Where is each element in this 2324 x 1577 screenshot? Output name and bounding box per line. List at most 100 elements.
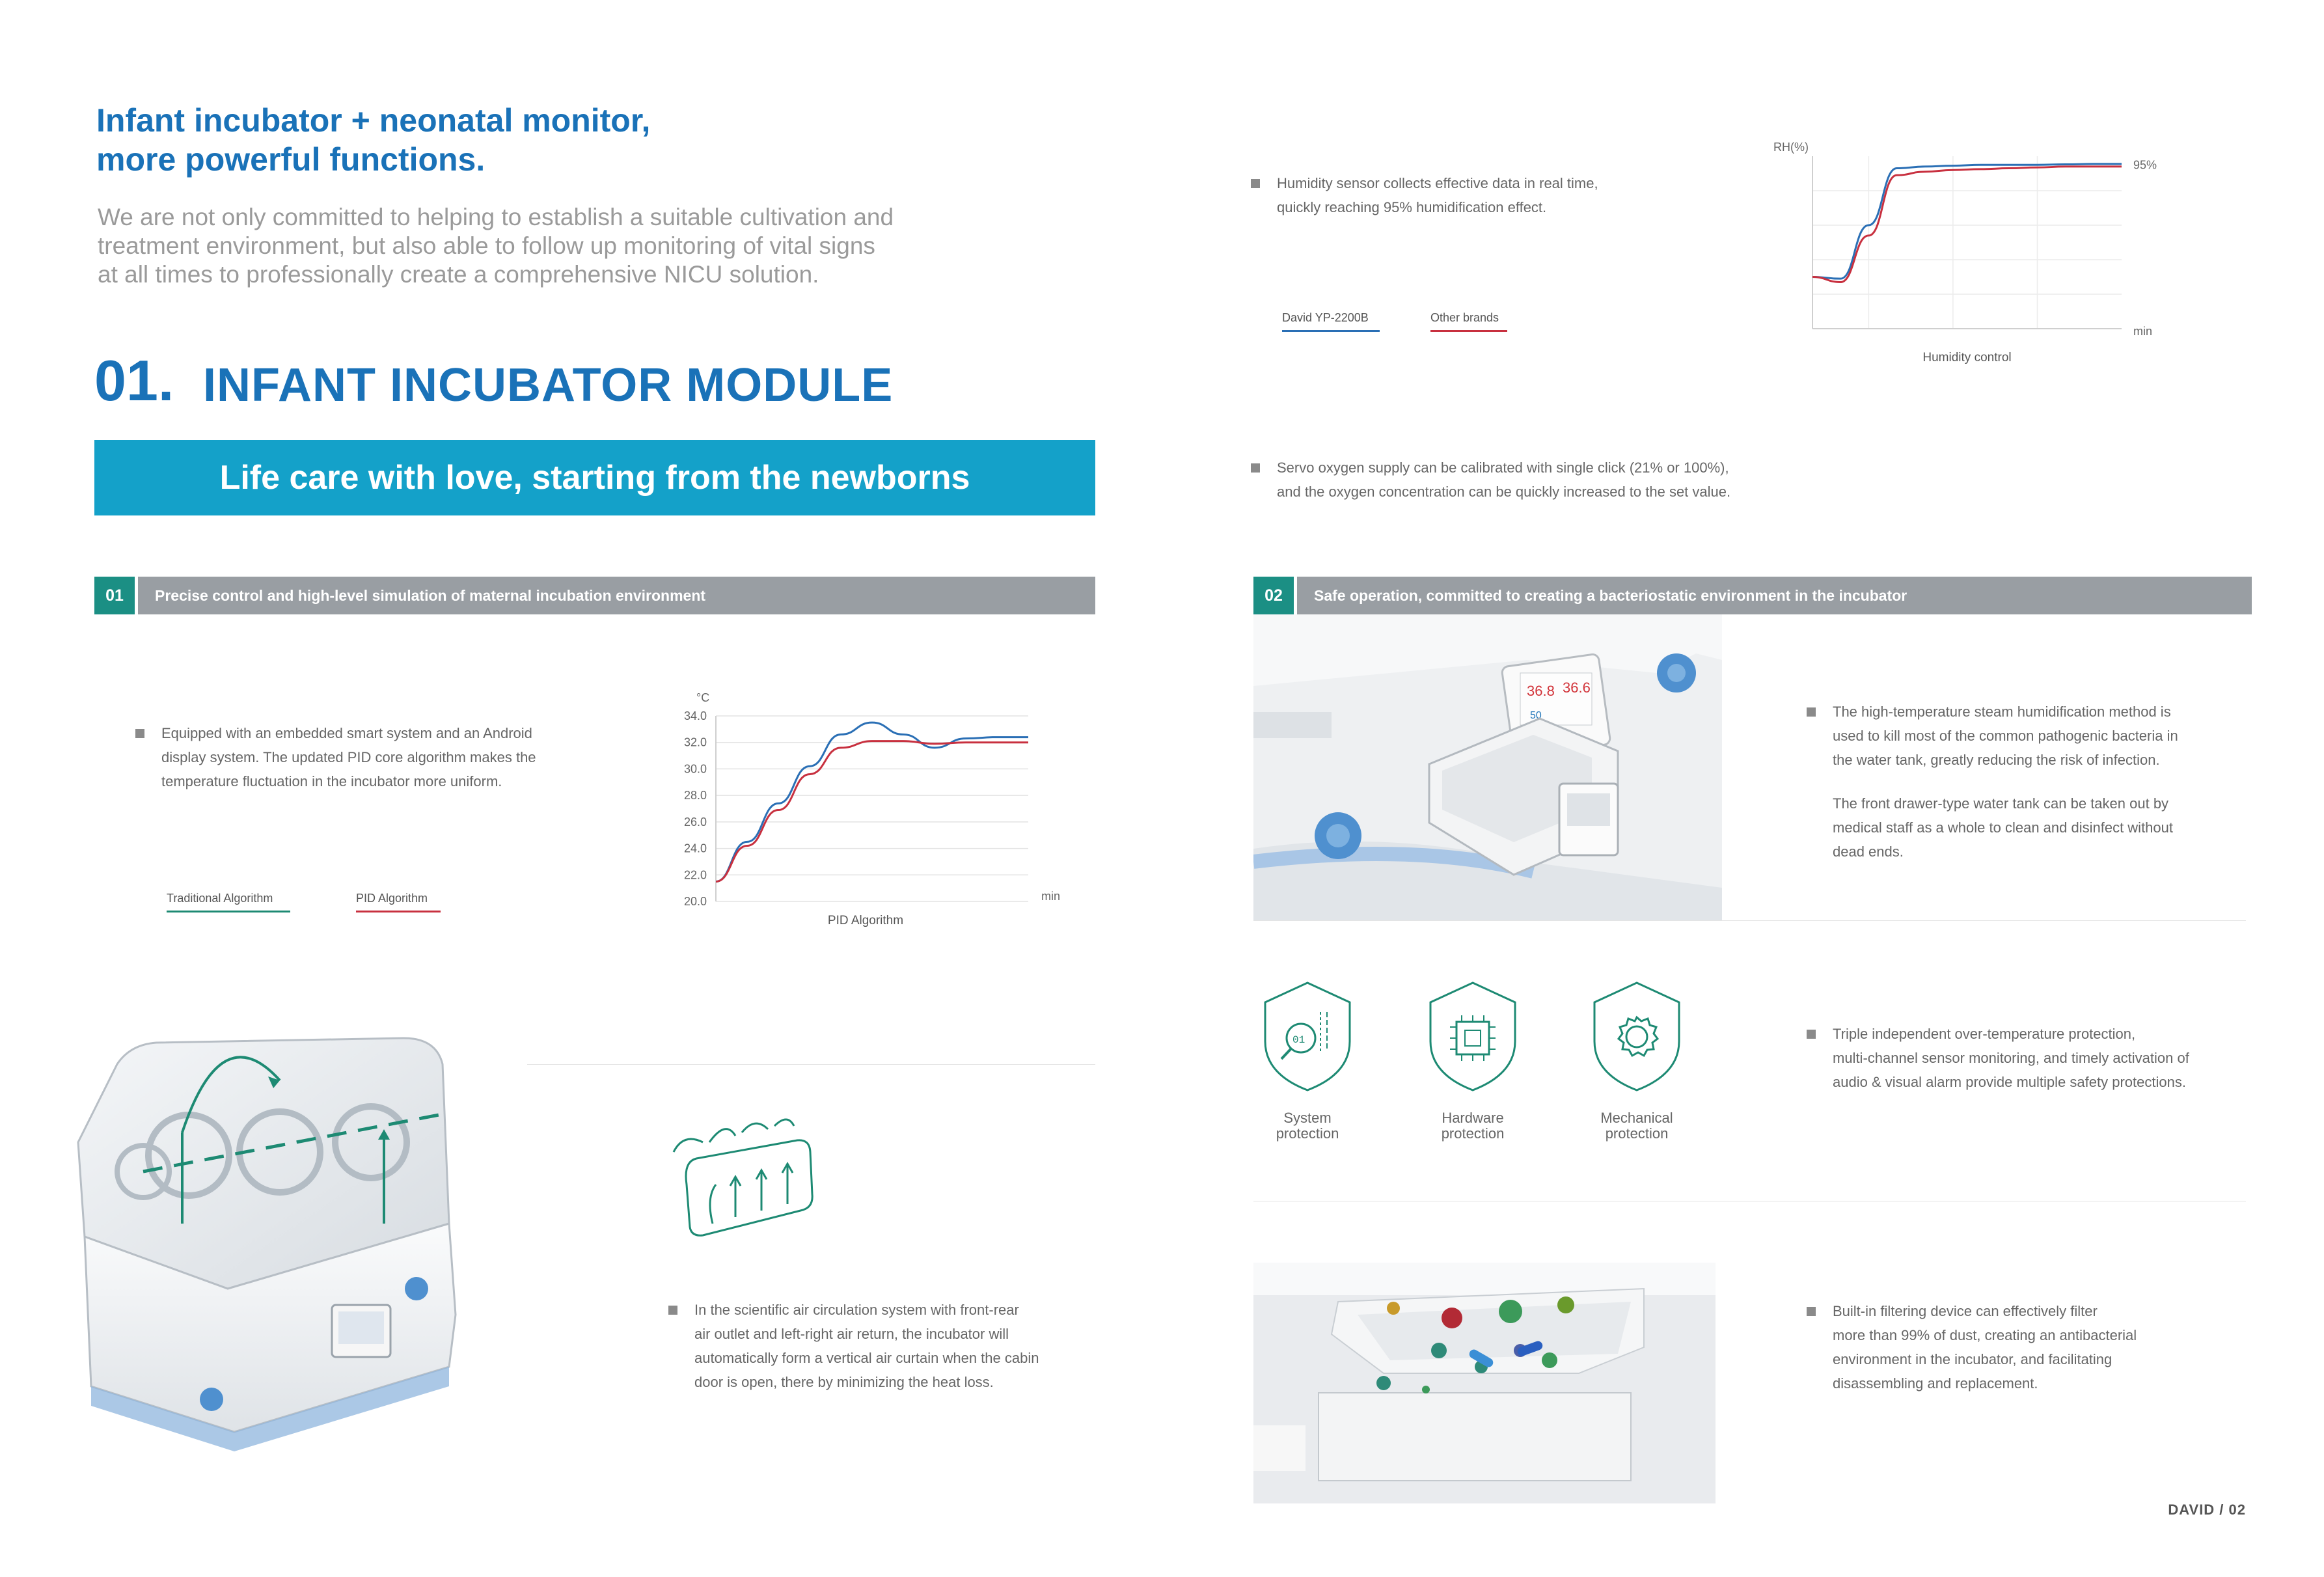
pid-description: Equipped with an embedded smart system a…	[135, 721, 630, 793]
airflow-description: In the scientific air circulation system…	[668, 1298, 1117, 1394]
protection-line-2: multi-channel sensor monitoring, and tim…	[1833, 1050, 2189, 1066]
legend-other-label: Other brands	[1430, 311, 1499, 324]
bullet-square	[1251, 179, 1260, 188]
system-protection-line-1: System	[1283, 1110, 1332, 1126]
headline-line-2: more powerful functions.	[96, 141, 485, 178]
legend-david-label: David YP-2200B	[1282, 311, 1369, 324]
pid-line-3: temperature fluctuation in the incubator…	[161, 773, 502, 789]
legend-david: David YP-2200B	[1282, 311, 1380, 332]
tank-line-2: medical staff as a whole to clean and di…	[1833, 819, 2174, 836]
mechanical-protection-line-2: protection	[1605, 1125, 1669, 1142]
section-number: 01.	[94, 348, 174, 413]
filter-line-1: Built-in filtering device can effectivel…	[1833, 1303, 2098, 1319]
divider	[527, 1064, 1095, 1065]
gear-shield-icon	[1593, 981, 1680, 1091]
intro-line-1: We are not only committed to helping to …	[98, 204, 894, 230]
section-banner: Life care with love, starting from the n…	[94, 440, 1095, 515]
feature-title-bar-02: Safe operation, committed to creating a …	[1297, 577, 2252, 614]
legend-traditional: Traditional Algorithm	[167, 892, 290, 912]
hardware-protection-line-2: protection	[1441, 1125, 1505, 1142]
water-tank-photo: 36.8 36.6 50	[1253, 614, 1722, 920]
pid-temperature-chart: °C 34.0 32.0 30.0 28.0 26.0 24.0 22.0 20.0 minPID…	[684, 691, 1060, 927]
filter-line-3: environment in the incubator, and facili…	[1833, 1351, 2112, 1367]
steam-line-3: the water tank, greatly reducing the ris…	[1833, 752, 2160, 768]
protection-line-3: audio & visual alarm provide multiple sa…	[1833, 1074, 2186, 1090]
filter-line-2: more than 99% of dust, creating an antib…	[1833, 1327, 2137, 1343]
series-line-traditional	[715, 721, 1028, 883]
section-title: INFANT INCUBATOR MODULE	[203, 359, 894, 411]
hardware-protection-line-1: Hardware	[1442, 1110, 1504, 1126]
y-tick-label: 28.0	[684, 789, 707, 802]
airflow-line-3: automatically form a vertical air curtai…	[694, 1350, 1039, 1366]
intro-line-2: treatment environment, but also able to …	[98, 232, 875, 259]
annotation-label: 95%	[2133, 158, 2157, 171]
feature-title-bar-01: Precise control and high-level simulatio…	[138, 577, 1095, 614]
steam-description: The high-temperature steam humidificatio…	[1807, 700, 2262, 864]
legend-other: Other brands	[1430, 311, 1507, 332]
steam-line-1: The high-temperature steam humidificatio…	[1833, 704, 2171, 720]
legend-traditional-line	[167, 911, 290, 912]
svg-text:01: 01	[1292, 1034, 1305, 1046]
air-circulation-icon	[672, 1118, 813, 1237]
humidity-description: Humidity sensor collects effective data …	[1251, 171, 1745, 219]
humidity-line-2: quickly reaching 95% humidification effe…	[1277, 199, 1547, 215]
bullet-square	[668, 1306, 677, 1315]
y-axis-label: RH(%)	[1773, 141, 1809, 154]
airflow-line-1: In the scientific air circulation system…	[694, 1302, 1019, 1318]
filter-photo	[1253, 1263, 1716, 1503]
legend-other-line	[1430, 330, 1507, 332]
legend-david-line	[1282, 330, 1380, 332]
bullet-square	[1251, 463, 1260, 473]
y-axis-label: °C	[696, 691, 709, 704]
chart-title: PID Algorithm	[828, 914, 903, 927]
divider	[1253, 920, 2246, 921]
pid-line-2: display system. The updated PID core alg…	[161, 749, 536, 765]
system-protection-label: System protection	[1242, 1110, 1373, 1142]
intro-line-3: at all times to professionally create a …	[98, 261, 819, 288]
legend-traditional-label: Traditional Algorithm	[167, 892, 273, 905]
chart-title: Humidity control	[1922, 351, 2011, 364]
hardware-protection-label: Hardware protection	[1408, 1110, 1538, 1142]
y-tick-label: 26.0	[684, 816, 707, 829]
binary-magnifier-shield-icon: 01	[1264, 981, 1351, 1091]
series-line-pid	[715, 740, 1028, 883]
y-tick-label: 22.0	[684, 868, 707, 881]
oxygen-line-1: Servo oxygen supply can be calibrated wi…	[1277, 459, 1729, 476]
bullet-square	[1807, 1030, 1816, 1039]
headline-line-1: Infant incubator + neonatal monitor,	[96, 102, 651, 139]
x-axis-label: min	[1041, 890, 1060, 903]
feature-badge-01: 01	[94, 577, 135, 614]
y-tick-label: 32.0	[684, 736, 707, 749]
system-protection-line-2: protection	[1276, 1125, 1339, 1142]
mechanical-protection-label: Mechanical protection	[1572, 1110, 1702, 1142]
page-number: DAVID / 02	[2168, 1502, 2246, 1518]
filter-line-4: disassembling and replacement.	[1833, 1375, 2038, 1392]
tank-line-1: The front drawer-type water tank can be …	[1833, 795, 2169, 812]
incubator-illustration	[77, 1037, 457, 1451]
intro-paragraph: We are not only committed to helping to …	[98, 203, 1022, 289]
bullet-square	[135, 729, 144, 738]
y-tick-label: 20.0	[684, 895, 707, 908]
mechanical-protection-line-1: Mechanical	[1600, 1110, 1673, 1126]
chip-shield-icon	[1429, 981, 1516, 1091]
x-axis-label: min	[2133, 325, 2152, 338]
humidity-control-chart: RH(%) min 95% Humidity control	[1773, 141, 2157, 364]
series-line-other	[1812, 165, 2122, 283]
airflow-line-4: door is open, there by minimizing the he…	[694, 1374, 994, 1390]
y-tick-label: 24.0	[684, 842, 707, 855]
protection-description: Triple independent over-temperature prot…	[1807, 1022, 2275, 1094]
svg-text:36.8: 36.8	[1527, 683, 1555, 699]
bullet-square	[1807, 1307, 1816, 1316]
legend-pid: PID Algorithm	[356, 892, 441, 912]
protection-line-1: Triple independent over-temperature prot…	[1833, 1026, 2136, 1042]
svg-text:36.6: 36.6	[1563, 679, 1591, 696]
y-tick-label: 34.0	[684, 709, 707, 722]
filter-description: Built-in filtering device can effectivel…	[1807, 1299, 2249, 1395]
oxygen-line-2: and the oxygen concentration can be quic…	[1277, 484, 1731, 500]
bullet-square	[1807, 707, 1816, 717]
y-tick-label: 30.0	[684, 762, 707, 775]
tank-line-3: dead ends.	[1833, 843, 1904, 860]
legend-pid-label: PID Algorithm	[356, 892, 428, 905]
humidity-line-1: Humidity sensor collects effective data …	[1277, 175, 1598, 191]
oxygen-description: Servo oxygen supply can be calibrated wi…	[1251, 456, 1928, 504]
